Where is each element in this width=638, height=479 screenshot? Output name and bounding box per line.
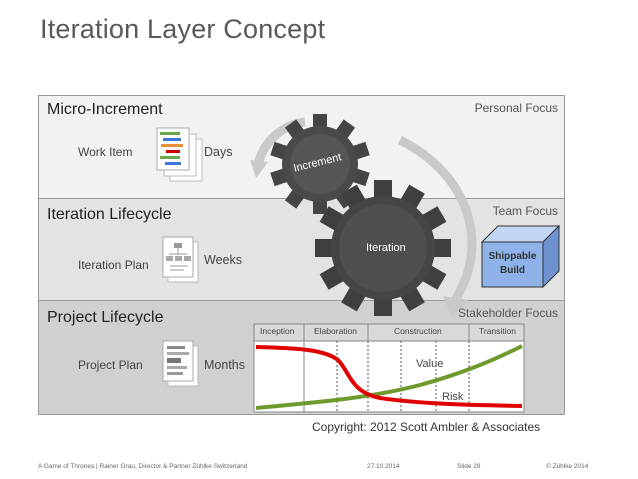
iteration-plan-label: Iteration Plan: [78, 258, 149, 272]
footer-slide: Slide 28: [457, 463, 481, 470]
value-label: Value: [416, 358, 444, 370]
copyright: Copyright: 2012 Scott Ambler & Associate…: [312, 420, 541, 434]
band-focus: Stakeholder Focus: [457, 306, 558, 320]
shippable-build-box: [480, 224, 561, 289]
band-focus: Personal Focus: [474, 101, 558, 115]
months-label: Months: [204, 358, 245, 372]
phase-transition: Transition: [479, 326, 517, 336]
band-heading: Micro-Increment: [47, 101, 163, 118]
increment-gear-icon: [270, 114, 370, 214]
weeks-label: Weeks: [204, 253, 242, 267]
shippable-line1: Shippable: [488, 251, 537, 262]
phase-elaboration: Elaboration: [314, 326, 358, 336]
footer-left: A Game of Thrones | Rainer Grau, Directo…: [38, 463, 248, 470]
phase-chart: [253, 323, 525, 413]
value-curve: [255, 344, 523, 410]
project-plan-label: Project Plan: [78, 358, 143, 372]
project-plan-icon: [162, 340, 199, 387]
shippable-line2: Build: [500, 265, 525, 276]
iteration-plan-icon: [162, 236, 199, 283]
work-item-label: Work Item: [78, 145, 133, 159]
band-heading: Project Lifecycle: [47, 309, 164, 326]
iteration-label: Iteration: [366, 242, 406, 254]
phase-inception: Inception: [260, 326, 295, 336]
iteration-gear-icon: [315, 180, 451, 316]
risk-curve: [255, 345, 523, 408]
curved-arrow-right: [397, 135, 477, 303]
footer-right: © Zühlke 2014: [546, 463, 589, 470]
phase-construction: Construction: [394, 326, 442, 336]
band-heading: Iteration Lifecycle: [47, 206, 172, 223]
band-focus: Team Focus: [492, 204, 558, 218]
days-label: Days: [204, 145, 233, 159]
risk-label: Risk: [442, 391, 464, 403]
shippable-build-label: Shippable Build: [482, 250, 543, 278]
slide-title: Iteration Layer Concept: [40, 14, 326, 44]
footer-date: 27.10.2014: [367, 463, 400, 470]
document-stack-icon: [156, 127, 203, 182]
